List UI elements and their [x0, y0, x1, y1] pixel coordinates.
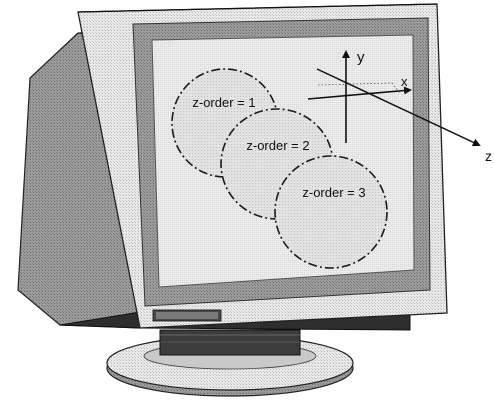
monitor-stand	[107, 330, 353, 396]
circle-label-3: z-order = 3	[302, 185, 365, 200]
circle-z-order-3: z-order = 3	[275, 156, 387, 268]
z-axis-label: z	[485, 148, 492, 164]
y-axis-label: y	[357, 49, 365, 66]
x-axis-label: x	[401, 74, 408, 89]
circle-label-1: z-order = 1	[192, 95, 255, 110]
circle-label-2: z-order = 2	[246, 138, 309, 153]
control-panel	[153, 310, 221, 321]
